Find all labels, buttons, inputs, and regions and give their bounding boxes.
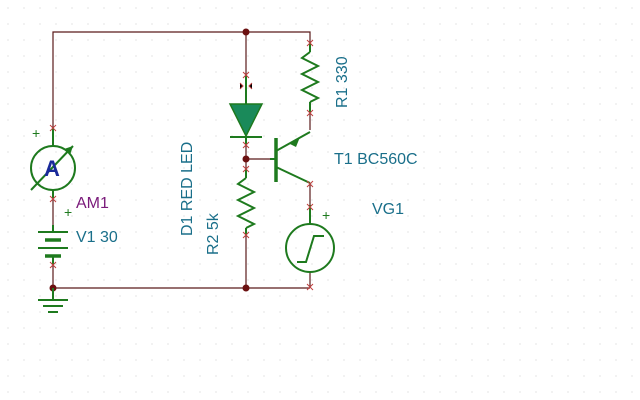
pin-markers — [49, 39, 314, 291]
battery-v1[interactable] — [38, 225, 68, 265]
vg1-label: VG1 — [372, 201, 404, 218]
node-base — [242, 155, 250, 163]
ammeter-am1[interactable]: A — [30, 127, 76, 198]
t1-label: T1 BC560C — [334, 151, 418, 168]
v1-plus: + — [64, 204, 72, 220]
am1-plus: + — [32, 125, 40, 141]
background-grid — [7, 7, 633, 393]
node-top — [242, 28, 250, 36]
ammeter-symbol: A — [44, 156, 60, 181]
signal-generator-vg1[interactable] — [285, 205, 335, 273]
vg1-plus: + — [322, 207, 330, 223]
led-d1[interactable] — [228, 75, 264, 144]
wire-bottom — [52, 265, 310, 289]
ground-icon — [38, 288, 68, 313]
resistor-r2[interactable] — [235, 168, 257, 235]
am1-label: AM1 — [76, 195, 109, 212]
wire-top — [52, 31, 311, 127]
r2-label: R2 5k — [205, 212, 222, 255]
node-bottom-mid — [242, 284, 250, 292]
v1-label: V1 30 — [76, 229, 118, 246]
d1-label: D1 RED LED — [179, 142, 196, 236]
r1-label: R1 330 — [334, 56, 351, 108]
transistor-t1[interactable] — [270, 131, 311, 184]
step-waveform-icon — [297, 235, 324, 263]
resistor-r1[interactable] — [299, 42, 321, 112]
meter-needle-icon — [30, 145, 74, 191]
